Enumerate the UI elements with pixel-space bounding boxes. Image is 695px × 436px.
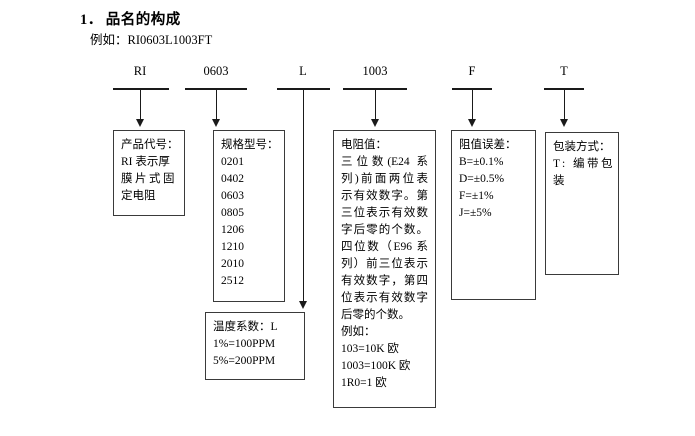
connector-arrow-l (299, 301, 307, 309)
connector-stem-1003 (375, 88, 376, 121)
resistance-line-9: 位表示有效数字 (341, 292, 428, 304)
box-temperature-coefficient: 温度系数：L 1%=100PPM 5%=200PPM (205, 312, 305, 380)
product-code-header: 产品代号： (121, 139, 179, 151)
product-code-line-3: 定电阻 (121, 190, 156, 202)
temp-coefficient-header: 温度系数：L (213, 321, 278, 333)
tolerance-code-f: F=±1% (459, 190, 494, 202)
connector-arrow-1003 (371, 119, 379, 127)
packaging-line-1: T: 编带包 (553, 158, 616, 170)
connector-arrow-t (560, 119, 568, 127)
segment-label-t: T (560, 64, 568, 78)
resistance-line-1: 三位数(E24 系 (341, 156, 428, 168)
segment-label-0603: 0603 (203, 64, 229, 78)
segment-label-l: L (299, 64, 307, 78)
size-value-0201: 0201 (221, 156, 244, 168)
size-value-2512: 2512 (221, 275, 244, 287)
resistance-line-5: 字后零的个数。 (341, 224, 428, 236)
segment-label-ri: RI (133, 64, 147, 78)
product-code-line-2: 膜片式固 (121, 173, 177, 185)
connector-arrow-f (468, 119, 476, 127)
size-value-0603: 0603 (221, 190, 244, 202)
resistance-example-2: 1003=100K 欧 (341, 360, 411, 372)
tolerance-code-b: B=±0.1% (459, 156, 504, 168)
tolerance-code-d: D=±0.5% (459, 173, 505, 185)
resistance-example-label: 例如： (341, 326, 376, 338)
example-label: 例如： (90, 33, 128, 47)
resistance-line-3: 示有效数字。第 (341, 190, 428, 202)
page-title: 1．品名的构成 (80, 8, 181, 29)
packaging-header: 包装方式： (553, 141, 611, 153)
resistance-line-2: 列)前面两位表 (341, 173, 428, 185)
size-model-header: 规格型号： (221, 139, 279, 151)
connector-stem-0603 (216, 88, 217, 121)
box-tolerance: 阻值误差： B=±0.1% D=±0.5% F=±1% J=±5% (451, 130, 536, 300)
connector-stem-l (303, 88, 304, 303)
connector-stem-f (472, 88, 473, 121)
box-product-code: 产品代号： RI 表示厚 膜片式固 定电阻 (113, 130, 185, 216)
resistance-line-6: 四位数（E96 系 (341, 241, 428, 253)
box-resistance-value: 电阻值： 三位数(E24 系 列)前面两位表 示有效数字。第 三位表示有效数 字… (333, 130, 436, 408)
tolerance-code-j: J=±5% (459, 207, 492, 219)
section-title: 品名的构成 (105, 12, 181, 28)
section-number: 1． (80, 12, 103, 28)
resistance-example-3: 1R0=1 欧 (341, 377, 387, 389)
tolerance-header: 阻值误差： (459, 139, 517, 151)
size-value-1206: 1206 (221, 224, 244, 236)
box-size-model: 规格型号： 0201 0402 0603 0805 1206 1210 2010… (213, 130, 285, 302)
resistance-line-8: 有效数字，第四 (341, 275, 428, 287)
connector-arrow-0603 (212, 119, 220, 127)
resistance-example-1: 103=10K 欧 (341, 343, 399, 355)
example-code: RI0603L1003FT (127, 33, 213, 47)
size-value-1210: 1210 (221, 241, 244, 253)
size-value-0805: 0805 (221, 207, 244, 219)
temp-coefficient-line-1: 1%=100PPM (213, 338, 276, 350)
resistance-header: 电阻值： (341, 139, 387, 151)
segment-label-1003: 1003 (362, 64, 388, 78)
product-code-line-1: RI 表示厚 (121, 156, 170, 168)
temp-coefficient-line-2: 5%=200PPM (213, 355, 276, 367)
box-packaging: 包装方式： T: 编带包 装 (545, 132, 619, 275)
resistance-line-4: 三位表示有效数 (341, 207, 428, 219)
connector-stem-ri (140, 88, 141, 121)
size-value-2010: 2010 (221, 258, 244, 270)
size-value-0402: 0402 (221, 173, 244, 185)
connector-bar-ri (113, 88, 169, 90)
connector-arrow-ri (136, 119, 144, 127)
example-line: 例如：RI0603L1003FT (90, 29, 212, 48)
packaging-line-2: 装 (553, 175, 565, 187)
connector-stem-t (564, 88, 565, 121)
segment-label-f: F (468, 64, 476, 78)
resistance-line-7: 列）前三位表示 (341, 258, 428, 270)
resistance-line-10: 后零的个数。 (341, 309, 410, 321)
